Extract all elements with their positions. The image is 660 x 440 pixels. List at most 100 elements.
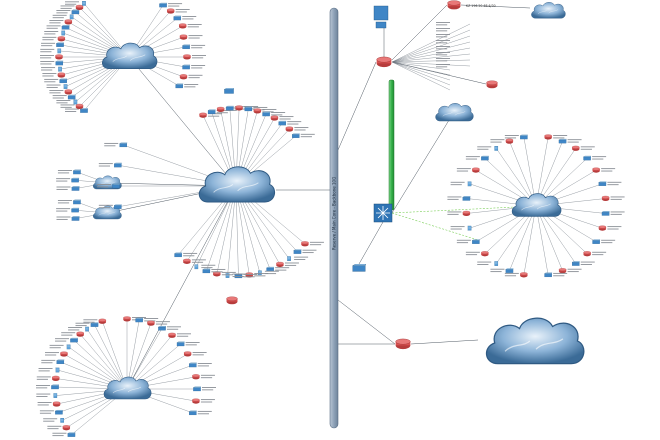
network-link <box>391 212 479 241</box>
router-icon <box>583 251 591 257</box>
node-caption <box>477 148 489 150</box>
nodes-layer <box>36 1 625 437</box>
network-link <box>410 339 479 345</box>
router-icon <box>226 296 238 305</box>
node-caption <box>56 210 68 212</box>
switch-icon <box>189 362 197 368</box>
node-caption <box>68 329 80 331</box>
switch-icon <box>112 183 120 189</box>
router-icon <box>598 225 607 231</box>
switch-icon <box>135 317 144 323</box>
switch-icon <box>481 155 489 161</box>
router-icon <box>192 398 200 404</box>
node-caption <box>436 22 450 23</box>
node-caption <box>580 261 595 263</box>
node-caption <box>144 318 159 319</box>
server-icon <box>467 225 472 231</box>
switch-icon <box>544 272 553 278</box>
node-caption <box>309 244 322 246</box>
switch-icon <box>67 432 76 437</box>
node-caption <box>98 163 113 165</box>
node-caption <box>188 37 200 39</box>
node-caption <box>275 267 290 269</box>
node-caption <box>83 319 98 321</box>
node-caption <box>40 63 52 65</box>
router-icon <box>520 272 528 278</box>
node-caption <box>504 275 517 277</box>
node-caption <box>38 370 50 372</box>
node-caption <box>436 54 448 56</box>
node-caption <box>200 401 213 403</box>
node-caption <box>41 42 56 44</box>
node-caption <box>36 385 51 386</box>
server-icon <box>467 181 472 187</box>
node-caption <box>187 26 199 28</box>
node-caption <box>43 418 58 420</box>
switch-icon <box>158 325 166 331</box>
router-icon <box>192 374 200 380</box>
node-caption <box>275 269 287 271</box>
switch-icon <box>373 203 393 223</box>
switch-icon <box>71 177 80 183</box>
node-caption <box>592 251 607 253</box>
router-icon <box>62 425 71 431</box>
node-caption <box>167 326 181 328</box>
network-link <box>337 299 396 345</box>
node-caption <box>592 156 607 158</box>
node-caption <box>184 84 199 85</box>
switch-icon <box>90 322 99 327</box>
node-caption <box>607 228 619 230</box>
node-caption <box>294 127 309 129</box>
node-caption <box>182 18 194 20</box>
node-caption <box>262 108 277 110</box>
router-icon <box>216 106 225 113</box>
router-icon <box>183 54 191 60</box>
node-caption <box>504 272 519 274</box>
switch-icon <box>71 186 80 191</box>
node-caption <box>580 264 592 265</box>
node-caption <box>42 73 57 75</box>
node-caption <box>436 36 448 38</box>
network-link <box>391 205 537 214</box>
node-caption <box>567 271 579 273</box>
node-caption <box>56 186 71 188</box>
node-caption <box>201 267 213 269</box>
node-caption <box>211 271 223 273</box>
node-caption <box>37 404 49 406</box>
network-link <box>391 111 455 214</box>
bus-label: Reserve / Main Core - Backbone 10G <box>332 177 337 250</box>
node-caption <box>65 108 80 110</box>
switch-icon <box>114 162 122 168</box>
network-link <box>509 205 537 271</box>
node-caption <box>456 168 471 170</box>
node-caption <box>60 7 72 9</box>
node-caption <box>287 123 299 125</box>
node-caption <box>56 208 71 210</box>
switch-icon <box>189 410 197 416</box>
node-caption <box>607 184 619 186</box>
network-link <box>80 334 128 390</box>
server-icon <box>494 261 499 266</box>
server-icon <box>55 367 60 373</box>
node-caption <box>56 178 71 180</box>
network-link <box>535 205 563 271</box>
router-icon <box>75 103 84 110</box>
node-caption <box>40 57 52 59</box>
node-caption <box>580 148 592 150</box>
node-caption <box>192 57 204 59</box>
node-caption <box>41 45 53 47</box>
node-caption <box>244 106 259 107</box>
node-caption <box>98 165 111 167</box>
node-caption <box>264 270 279 272</box>
node-caption <box>580 146 595 148</box>
node-caption <box>52 17 64 19</box>
server-icon <box>258 270 262 276</box>
node-caption <box>254 273 269 274</box>
node-caption <box>221 274 234 276</box>
switch-icon <box>174 252 183 258</box>
node-caption <box>43 420 55 422</box>
router-icon <box>123 316 131 322</box>
node-caption <box>202 387 216 388</box>
switch-icon <box>571 261 580 266</box>
node-caption <box>447 213 459 215</box>
